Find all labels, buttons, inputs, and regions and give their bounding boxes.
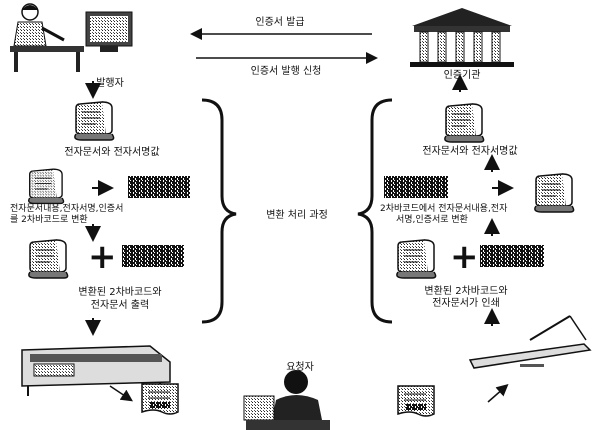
issue-arrow-label: 인증서 발급 bbox=[255, 17, 304, 29]
authority-label: 인증기관 bbox=[444, 70, 481, 82]
authority-building-icon bbox=[410, 8, 514, 67]
issuer-illustration bbox=[10, 4, 132, 72]
left-brace bbox=[202, 100, 236, 322]
barcode-icon bbox=[384, 176, 448, 198]
issuer-label: 발행자 bbox=[96, 78, 124, 90]
left-step3-label-line2: 전자문서 출력 bbox=[91, 300, 149, 312]
left-step3-label-line1: 변환된 2차바코드와 bbox=[78, 287, 161, 299]
request-arrow-label: 인증서 발행 신청 bbox=[251, 66, 322, 78]
plus-icon: + bbox=[88, 237, 117, 277]
requester-label: 요청자 bbox=[286, 362, 314, 374]
requester-illustration bbox=[244, 370, 330, 430]
diagonal-arrow bbox=[110, 386, 128, 398]
right-step1-label: 전자문서와 전자서명값 bbox=[422, 146, 517, 158]
right-step2-label-line2: 서명,인증서로 변환 bbox=[396, 214, 468, 226]
plus-icon: + bbox=[450, 237, 479, 277]
scroll-icon bbox=[535, 174, 574, 212]
printed-document-icon bbox=[142, 384, 178, 414]
scroll-icon bbox=[397, 240, 436, 278]
scroll-icon bbox=[445, 104, 484, 142]
diagonal-arrow bbox=[488, 388, 504, 402]
right-step3-label-line1: 변환된 2차바코드와 bbox=[424, 286, 507, 298]
barcode-icon bbox=[480, 245, 544, 267]
scanner-icon bbox=[470, 316, 590, 368]
scroll-icon bbox=[29, 240, 68, 278]
scroll-icon bbox=[75, 102, 114, 140]
left-step1-label: 전자문서와 전자서명값 bbox=[64, 147, 159, 159]
center-process-label: 변환 처리 과정 bbox=[266, 210, 328, 222]
right-step3-label-line2: 전자문서가 인쇄 bbox=[432, 298, 500, 310]
barcode-icon bbox=[122, 245, 184, 267]
printed-document-icon bbox=[398, 386, 434, 416]
barcode-icon bbox=[128, 176, 190, 198]
left-step2-label-line2: 를 2차바코드로 변환 bbox=[10, 214, 88, 226]
scroll-icon bbox=[29, 169, 64, 203]
